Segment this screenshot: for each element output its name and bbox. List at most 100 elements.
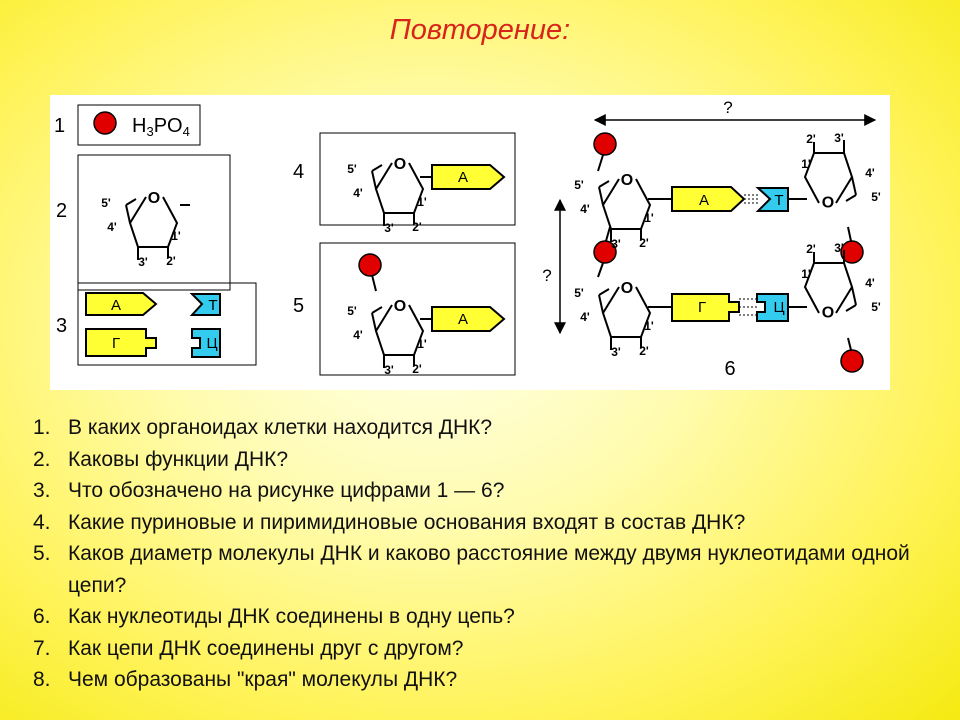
deoxyribose-ring: O5'4'1'3'2' (347, 298, 427, 377)
sugar-carbon-label: 2' (806, 132, 816, 146)
deoxyribose-ring: O5'4'1'3'2' (347, 156, 427, 235)
question-number: 3. (33, 479, 51, 502)
sugar-carbon-label: 4' (107, 220, 117, 234)
sugar-carbon-label: O (148, 190, 160, 207)
sugar-carbon-label: O (621, 172, 633, 189)
question-text: Какие пуриновые и пиримидиновые основани… (68, 510, 746, 534)
sugar-carbon-label: 1' (171, 229, 181, 243)
sugar-carbon-label: 4' (580, 310, 590, 324)
panel-1-phosphate: 1 H3PO4 (54, 104, 201, 146)
sugar-carbon-label: O (621, 280, 633, 297)
phosphate-group-icon (93, 111, 117, 135)
question-number: 2. (33, 447, 51, 471)
sugar-carbon-label: 4' (865, 276, 875, 290)
question-text: Чем образованы "края" молекулы ДНК? (68, 668, 458, 691)
guanine-icon (671, 293, 740, 322)
svg-text:3: 3 (56, 315, 67, 337)
adenine-icon (431, 306, 506, 332)
sugar-carbon-label: 5' (871, 300, 881, 314)
sugar-carbon-label: 1' (417, 337, 427, 351)
sugar-carbon-label: 3' (611, 237, 621, 251)
sugar-carbon-label: O (822, 195, 834, 212)
thymine-icon (755, 187, 789, 212)
panel-4-nucleoside: 4 O5'4'1'3'2' А (293, 132, 516, 235)
hydrogen-bonds (739, 298, 757, 316)
sugar-structure: O 5' 4' 1' 3' 2' (101, 190, 181, 269)
sugar-carbon-label: 1' (801, 157, 811, 171)
sugar-carbon-label: 4' (353, 328, 363, 342)
sugar-carbon-label: 2' (412, 220, 422, 234)
svg-text:2: 2 (56, 200, 67, 222)
panel-number: 1 (54, 115, 65, 137)
question-number: 6. (33, 605, 51, 628)
sugar-carbon-label: 1' (801, 267, 811, 281)
svg-text:Ц: Ц (206, 335, 217, 352)
sugar-carbon-label: 2' (806, 242, 816, 256)
question-text: Что обозначено на рисунке цифрами 1 — 6? (68, 479, 505, 502)
question-item: 2. Каковы функции ДНК? (33, 444, 960, 476)
svg-text:Т: Т (208, 297, 217, 314)
phosphate-group-icon (358, 253, 382, 277)
sugar-carbon-label: 2' (166, 254, 176, 268)
cytosine-icon (756, 293, 789, 322)
svg-text:А: А (458, 169, 468, 186)
thymine-icon: Т (189, 293, 221, 316)
svg-text:4: 4 (293, 161, 304, 183)
adenine-icon: А (85, 292, 158, 316)
question-list: 1. В каких органоидах клетки находится ДН… (33, 412, 960, 696)
question-item: 4. Какие пуриновые и пиримидиновые основа… (33, 507, 960, 539)
guanine-icon: Г (85, 328, 157, 357)
question-text: Каковы функции ДНК? (68, 447, 289, 471)
question-text: Каков диаметр молекулы ДНК и каково расс… (68, 542, 910, 597)
svg-text:5: 5 (293, 295, 304, 317)
phosphate-group-icon (593, 240, 617, 264)
question-item: 7.Как цепи ДНК соединены друг с другом? (33, 633, 960, 665)
question-item: 8.Чем образованы "края" молекулы ДНК? (33, 664, 960, 696)
sugar-carbon-label: 5' (347, 304, 357, 318)
phosphate-group-icon (593, 132, 617, 156)
panel-3-bases: 3 А Г Т Ц (56, 282, 257, 366)
question-text: В каких органоидах клетки находится ДНК? (68, 416, 493, 439)
question-number: 7. (33, 636, 51, 660)
sugar-carbon-label: 5' (347, 162, 357, 176)
svg-text:Т: Т (774, 192, 783, 209)
question-number: 1. (33, 416, 51, 439)
svg-text:Г: Г (698, 299, 706, 316)
panel-2-sugar: 2 O 5' 4' 1' 3' 2' (56, 154, 231, 291)
phosphate-formula: H3PO4 (132, 115, 190, 139)
svg-text:Г: Г (112, 335, 120, 352)
adenine-icon (431, 164, 506, 190)
sugar-carbon-label: 3' (138, 255, 148, 269)
sugar-carbon-label: 1' (644, 319, 654, 333)
sugar-carbon-label: 4' (353, 186, 363, 200)
svg-text:А: А (458, 311, 468, 328)
question-item: 5.Каков диаметр молекулы ДНК и каково ра… (33, 538, 960, 601)
unknown-height-label: ? (542, 266, 551, 285)
adenine-icon (671, 186, 746, 212)
svg-text:А: А (111, 297, 121, 314)
deoxyribose-ring: O 5' 4' 1' 3' 2' (101, 190, 181, 269)
sugar-carbon-label: 5' (574, 178, 584, 192)
sugar-carbon-label: 3' (834, 131, 844, 145)
sugar-carbon-label: 3' (834, 241, 844, 255)
cytosine-icon: Ц (191, 328, 221, 358)
dna-structure-figure: 1 H3PO4 2 O 5' 4' 1' 3' 2' 3 А Г Т Ц (50, 95, 890, 390)
sugar-carbon-label: 5' (101, 196, 111, 210)
sugar-carbon-label: O (394, 156, 406, 173)
deoxyribose-ring: O5'4'1'3'2' (574, 172, 654, 251)
deoxyribose-ring: O5'4'1'3'2' (574, 280, 654, 359)
panel-number: 6 (724, 358, 735, 380)
deoxyribose-ring: O 5' 4' 1' 3' 2' (801, 131, 881, 212)
sugar-carbon-label: 5' (574, 286, 584, 300)
sugar-carbon-label: 3' (384, 221, 394, 235)
sugar-carbon-label: 4' (865, 166, 875, 180)
unknown-width-label: ? (723, 98, 732, 117)
question-number: 4. (33, 510, 51, 534)
slide-title: Повторение: (389, 14, 571, 46)
sugar-carbon-label: 3' (611, 345, 621, 359)
question-item: 6. Как нуклеотиды ДНК соединены в одну це… (33, 601, 960, 633)
question-text: Как нуклеотиды ДНК соединены в одну цепь… (68, 605, 515, 628)
sugar-carbon-label: 2' (412, 362, 422, 376)
sugar-carbon-label: 5' (871, 190, 881, 204)
